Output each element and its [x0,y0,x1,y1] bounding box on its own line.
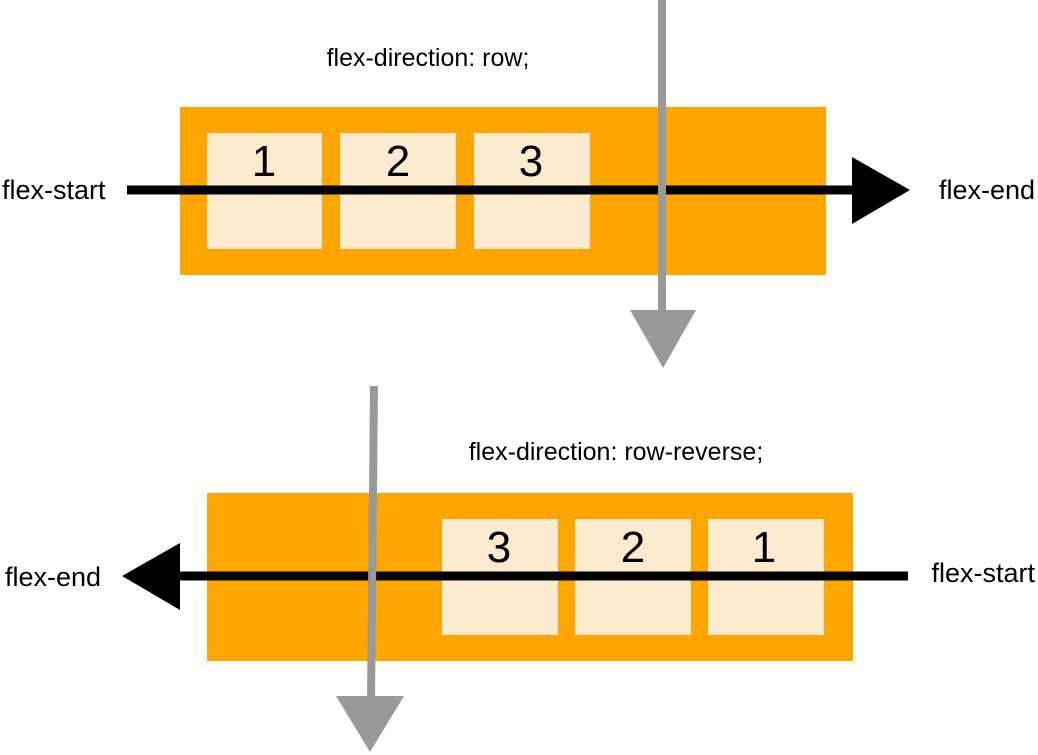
row-reverse-start-label: flex-start [931,558,1035,588]
row-reverse-item-2-number: 2 [621,523,645,572]
row-item-1-number: 1 [252,137,276,186]
row-reverse-item-3-number: 3 [487,523,511,572]
row-caption: flex-direction: row; [327,44,530,72]
row-start-label: flex-start [2,175,106,205]
row-reverse-example: flex-direction: row-reverse; 3 2 1 flex-… [5,385,1035,752]
row-item-3-number: 3 [519,137,543,186]
row-example: flex-direction: row; 1 2 3 flex-start fl… [2,0,1035,368]
row-reverse-end-label: flex-end [5,562,101,592]
row-reverse-caption: flex-direction: row-reverse; [469,438,764,466]
row-end-label: flex-end [939,175,1035,205]
row-cross-axis-arrowhead [630,310,696,368]
row-reverse-cross-axis-arrowhead [336,696,404,752]
row-reverse-item-1-number: 1 [752,523,776,572]
row-reverse-main-axis-arrowhead [122,543,180,610]
row-reverse-cross-axis-line [367,385,378,703]
row-item-2-number: 2 [386,137,410,186]
row-main-axis-arrowhead [852,157,910,224]
